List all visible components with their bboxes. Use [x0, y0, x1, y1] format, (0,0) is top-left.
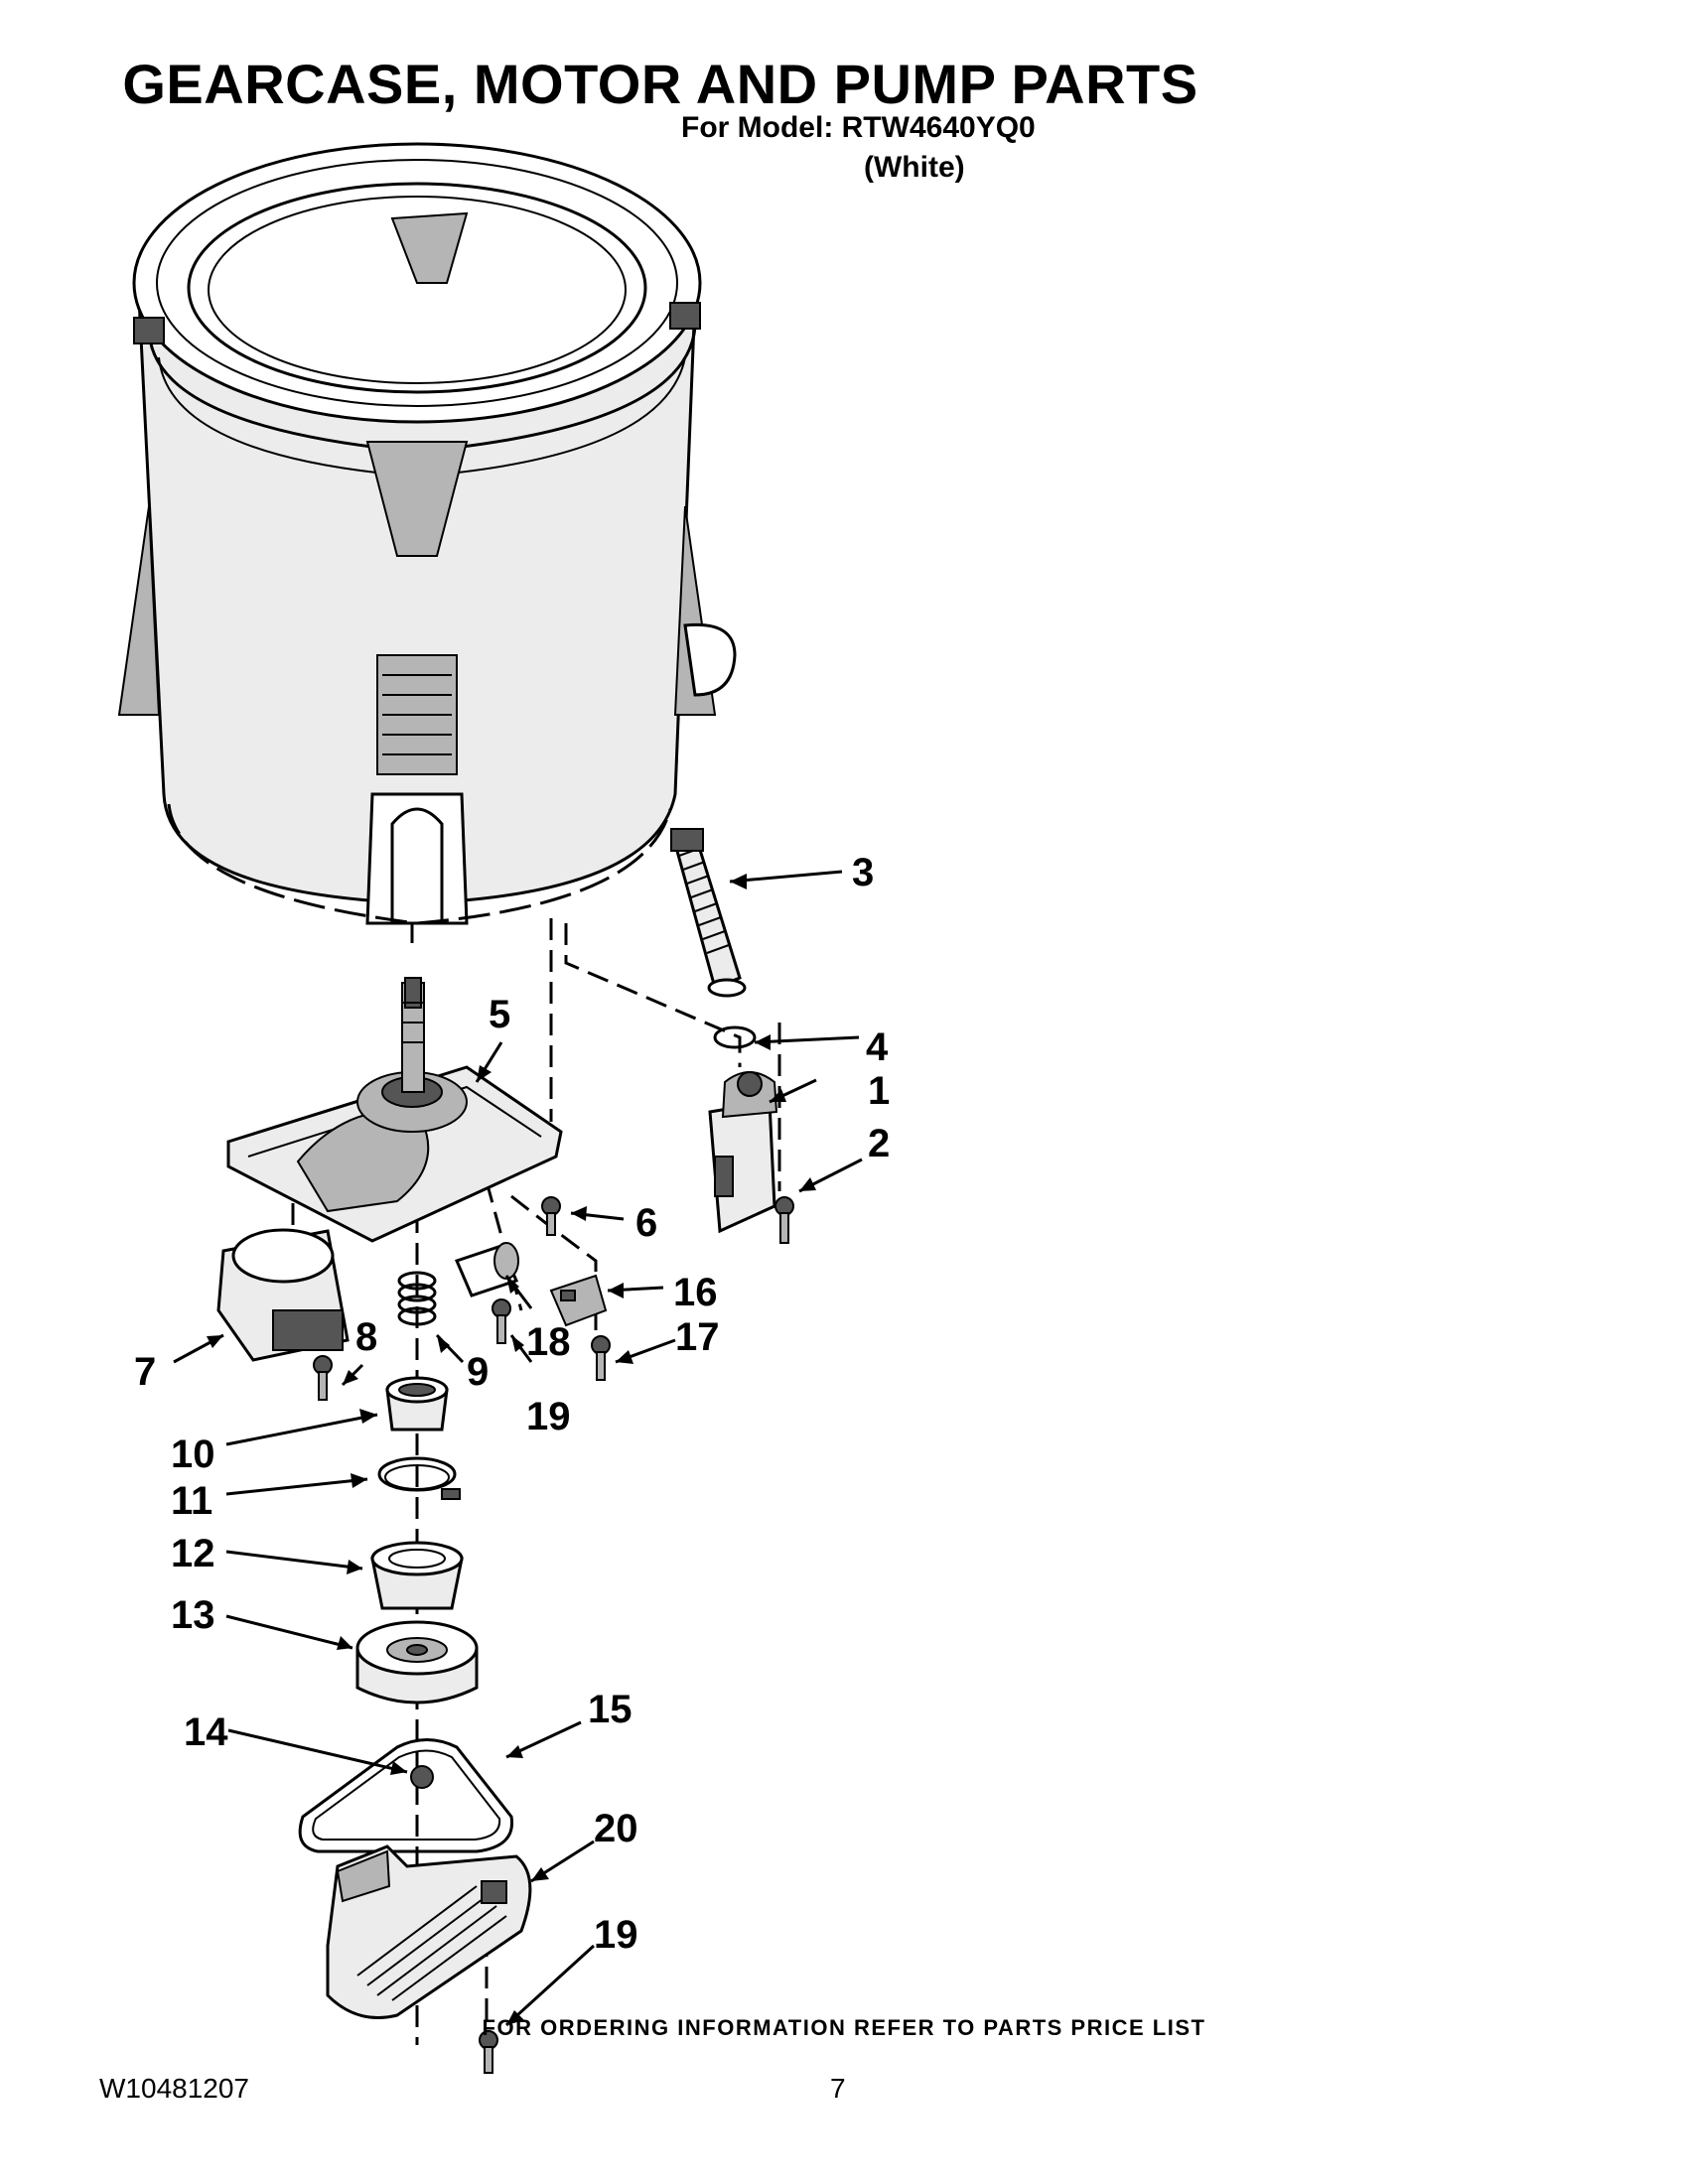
callout-5: 5: [489, 993, 510, 1036]
outer-tub: [117, 142, 737, 925]
callout-4: 4: [866, 1025, 889, 1069]
drive-pulley: [355, 1620, 479, 1705]
motor-screw: [313, 1355, 333, 1401]
callout-labels: 3 4 1 2 5 6 7 8 9 18 19 16 17 10 11 12 1…: [134, 851, 890, 1957]
page-number: 7: [830, 2073, 846, 2104]
drive-collar: [370, 1541, 464, 1610]
callout-14: 14: [184, 1710, 228, 1754]
drain-pump: [708, 1071, 778, 1234]
callout-15: 15: [588, 1688, 633, 1731]
capacitor-screw: [492, 1298, 511, 1344]
callout-3: 3: [852, 851, 874, 894]
gearcase-assembly: [226, 977, 563, 1243]
retaining-ring: [377, 1456, 461, 1500]
model-number: For Model: RTW4640YQ0: [681, 111, 1036, 144]
drain-hose: [670, 828, 747, 998]
ordering-note: FOR ORDERING INFORMATION REFER TO PARTS …: [482, 2015, 1206, 2040]
callout-10: 10: [171, 1433, 215, 1476]
callout-6: 6: [635, 1201, 657, 1245]
callout-11: 11: [171, 1479, 212, 1523]
callout-8: 8: [355, 1315, 377, 1359]
switch-screw: [591, 1335, 611, 1381]
drive-motor: [216, 1228, 350, 1362]
guide-line: [564, 923, 742, 1067]
callout-16: 16: [673, 1271, 718, 1314]
callout-20: 20: [594, 1807, 638, 1850]
hose-clamp: [713, 1025, 757, 1049]
clutch-hub: [385, 1376, 449, 1432]
callout-18: 18: [526, 1320, 571, 1364]
callout-1: 1: [868, 1069, 890, 1113]
callout-19-lower: 19: [594, 1913, 638, 1957]
shield-screw: [479, 2030, 498, 2074]
gearcase-screw: [541, 1196, 561, 1236]
callout-2: 2: [868, 1122, 890, 1165]
drive-belt: [298, 1738, 514, 1853]
page-title: GEARCASE, MOTOR AND PUMP PARTS: [122, 53, 1198, 115]
callout-9: 9: [467, 1350, 489, 1394]
pulley-shield: [326, 1844, 532, 2019]
callout-17: 17: [675, 1315, 720, 1359]
lid-switch-component: [549, 1274, 608, 1327]
callout-12: 12: [171, 1532, 215, 1575]
callout-13: 13: [171, 1593, 215, 1637]
capacitor: [454, 1242, 519, 1297]
shift-spring: [397, 1271, 437, 1326]
document-number: W10481207: [99, 2073, 250, 2104]
callout-7: 7: [134, 1350, 156, 1394]
callout-19-upper: 19: [526, 1395, 571, 1438]
leader-lines: [173, 870, 863, 2027]
pulley-nut: [410, 1765, 434, 1789]
model-color: (White): [864, 151, 965, 184]
pump-screw: [774, 1196, 794, 1244]
